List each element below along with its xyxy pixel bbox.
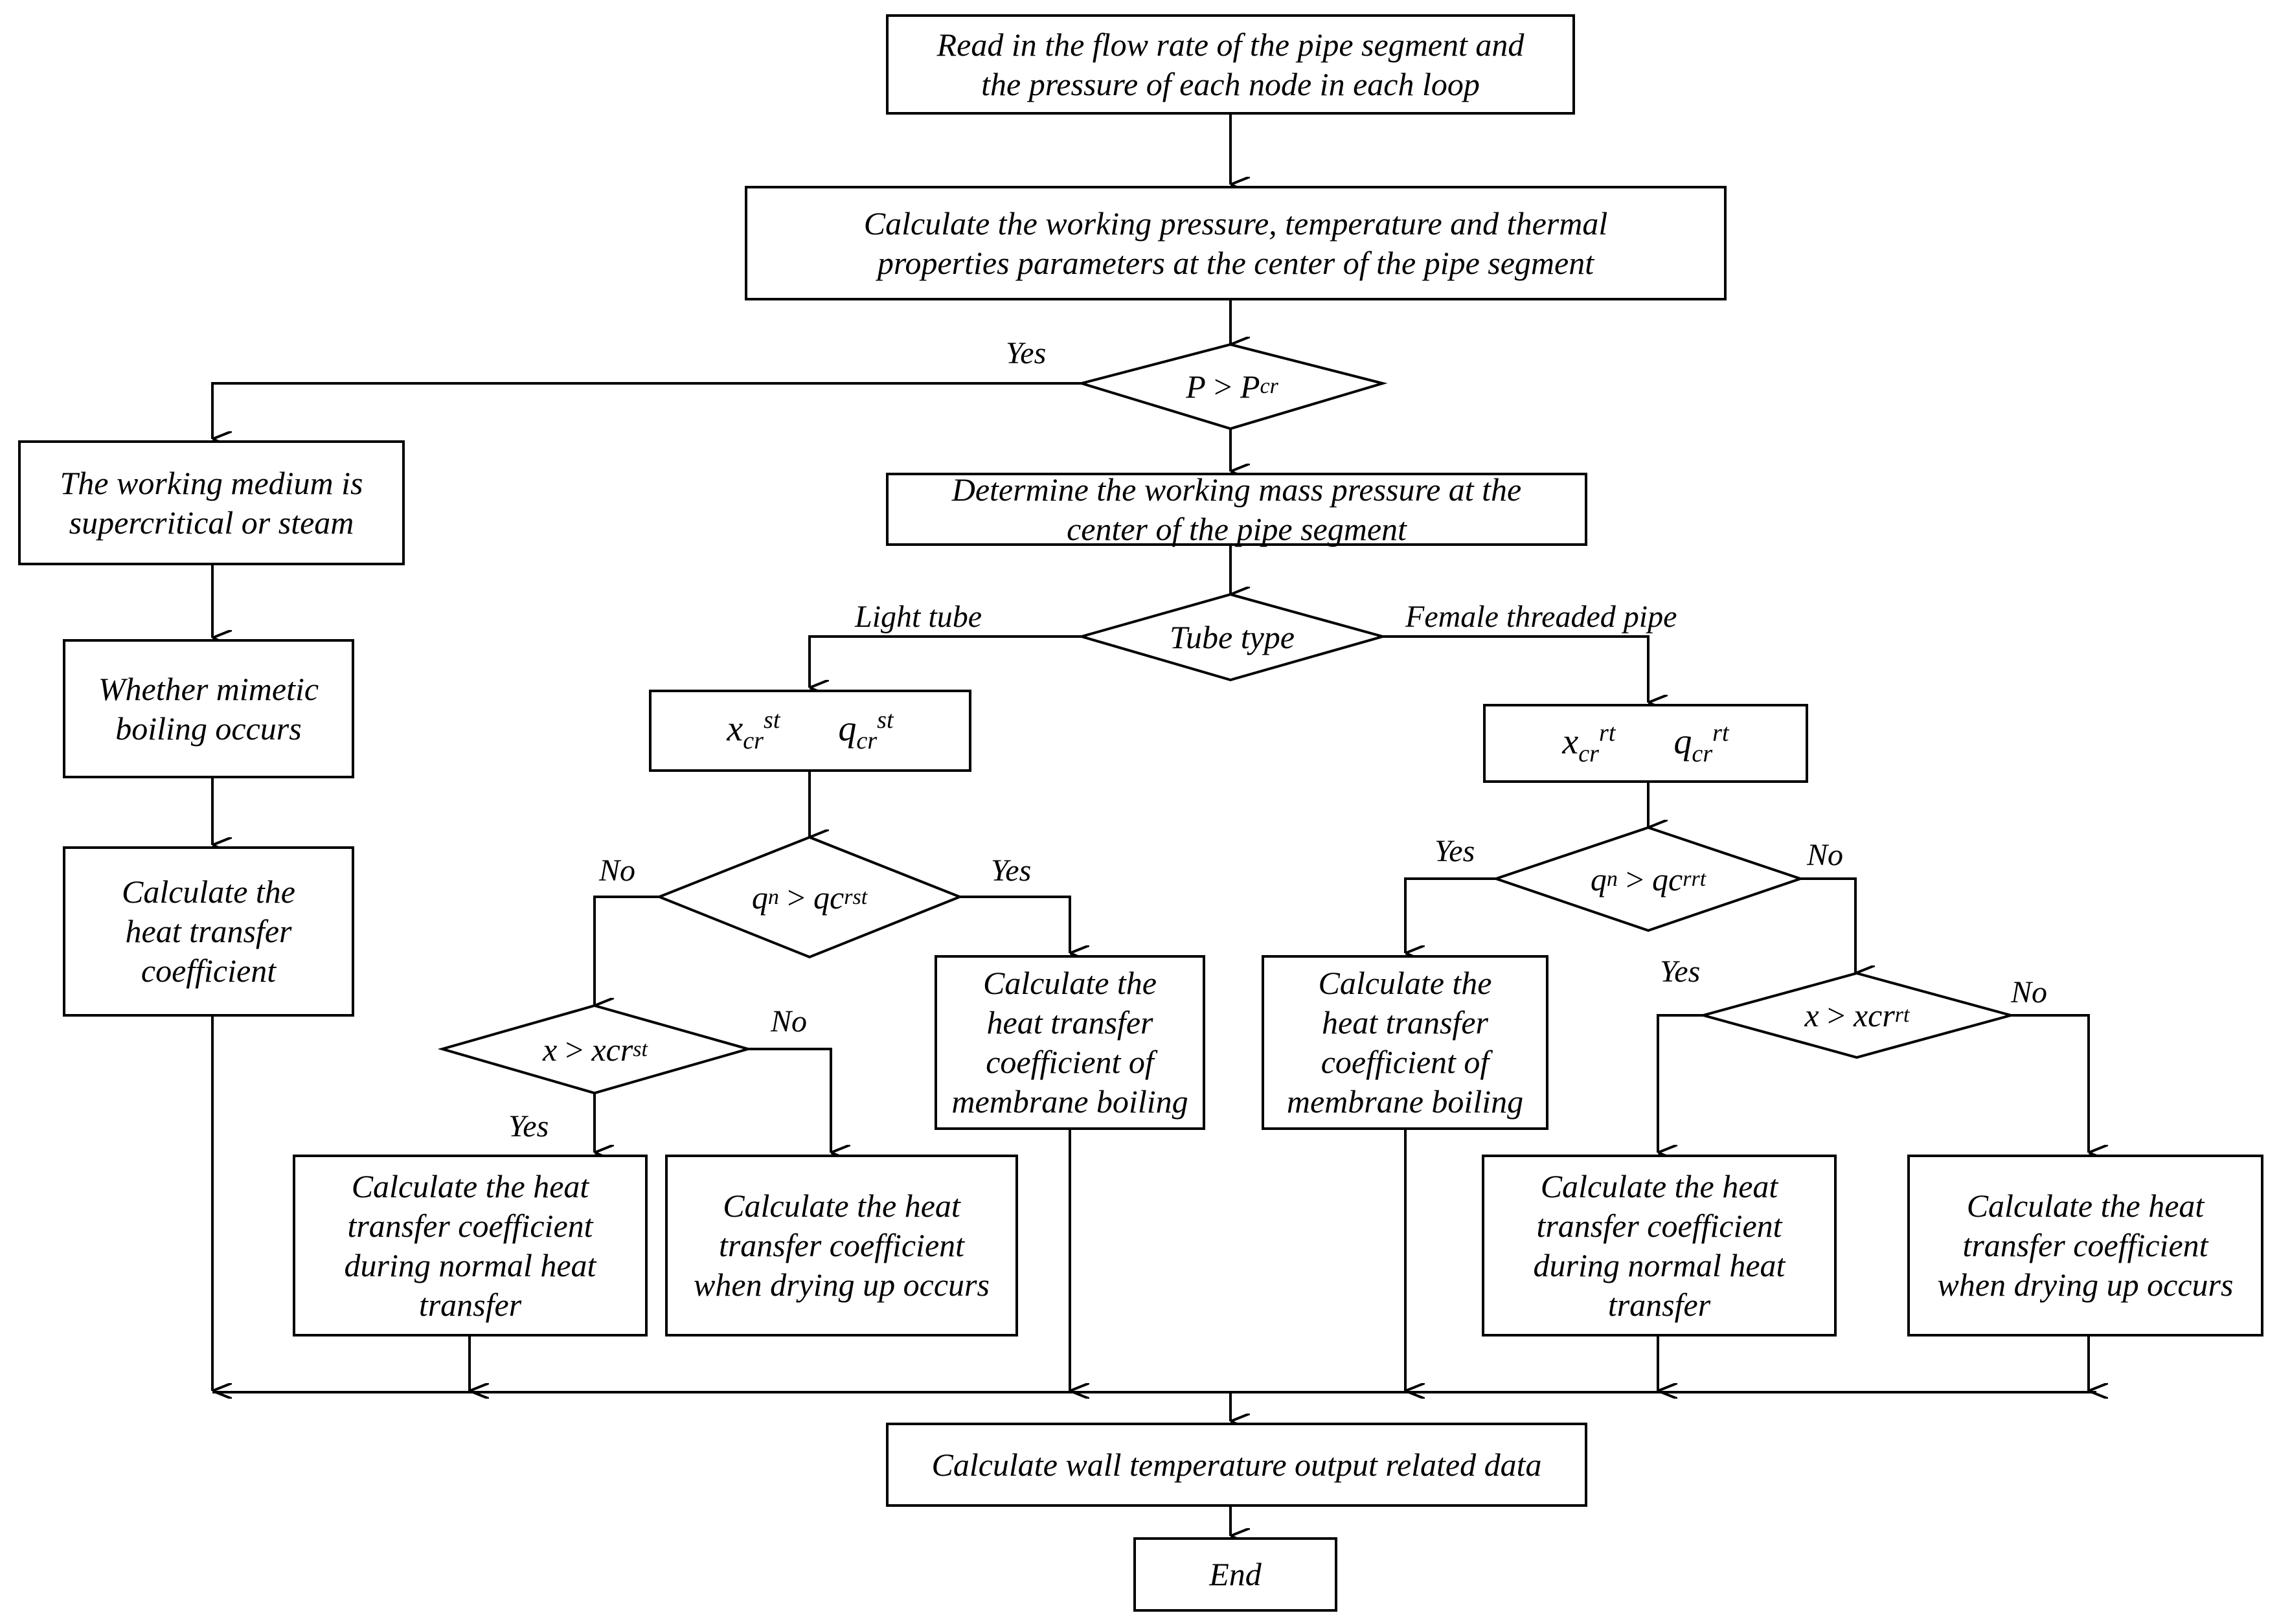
mass-pressure-line-2: center of the pipe segment [1067,510,1407,547]
wall-temp-box: Calculate wall temperature output relate… [886,1423,1587,1507]
htc-left-box: Calculate the heat transfer coefficient [63,846,354,1017]
read-input-box: Read in the flow rate of the pipe segmen… [886,14,1575,115]
normal-rt-line-4: transfer [1607,1286,1711,1323]
normal-st-line-2: transfer coefficient [347,1207,593,1244]
decision-tube-type-diamond [1076,592,1388,682]
label-yes-x-rt: Yes [1660,954,1701,989]
label-yes-x-st: Yes [508,1109,549,1144]
normal-st-line-4: transfer [418,1286,522,1323]
calc-center-params-box: Calculate the working pressure, temperat… [745,186,1727,300]
arrow-x-rt-yes [1657,1014,1703,1153]
normal-st-box: Calculate the heat transfer coefficient … [293,1155,648,1336]
membrane-rt-line-3: coefficient of [1321,1044,1490,1080]
read-input-line-2: the pressure of each node in each loop [981,65,1480,102]
dry-rt-line-3: when drying up occurs [1937,1267,2234,1303]
membrane-st-line-2: heat transfer [986,1004,1153,1041]
supercritical-box: The working medium is supercritical or s… [18,440,405,565]
arrow-qn-st-yes [960,896,1070,953]
supercritical-line-1: The working medium is [60,464,363,501]
normal-rt-box: Calculate the heat transfer coefficient … [1482,1155,1837,1336]
read-input-line-1: Read in the flow rate of the pipe segmen… [936,26,1525,63]
decision-x-rt-diamond [1698,971,2016,1059]
membrane-st-line-3: coefficient of [986,1044,1154,1080]
end-label: End [1209,1556,1262,1592]
arrow-x-rt-no [2011,1014,2089,1153]
dry-st-line-1: Calculate the heat [723,1188,960,1224]
normal-st-line-3: during normal heat [344,1246,596,1283]
normal-st-line-1: Calculate the heat [351,1167,589,1204]
arrow-qn-rt-yes [1404,877,1496,953]
label-no-x-rt: No [2011,975,2048,1009]
arrow-pressure-yes [211,382,1082,439]
label-light-tube: Light tube [855,600,982,634]
end-box: End [1133,1537,1337,1612]
decision-qn-st-diamond [655,835,964,959]
htc-left-line-1: Calculate the [122,874,295,910]
label-yes-qn-rt: Yes [1434,834,1475,868]
membrane-st-line-4: membrane boiling [951,1083,1188,1120]
label-no-x-st: No [771,1004,808,1039]
htc-left-line-3: coefficient [141,953,277,989]
label-no-qn-st: No [599,853,636,888]
mass-pressure-box: Determine the working mass pressure at t… [886,471,1587,547]
normal-rt-line-3: during normal heat [1533,1246,1786,1283]
membrane-rt-line-4: membrane boiling [1286,1083,1524,1120]
decision-qn-rt-diamond [1491,826,1805,932]
label-no-qn-rt: No [1807,838,1844,872]
mimetic-line-1: Whether mimetic [98,670,319,707]
mimetic-boiling-box: Whether mimetic boiling occurs [63,639,354,778]
label-yes-qn-st: Yes [991,853,1032,888]
membrane-rt-line-2: heat transfer [1322,1004,1488,1041]
arrow-qn-rt-no [1800,877,1855,973]
label-female-threaded: Female threaded pipe [1405,600,1677,634]
arrow-tube-light [808,635,1082,688]
dry-st-line-3: when drying up occurs [694,1267,990,1303]
supercritical-line-2: supercritical or steam [69,504,354,541]
dry-rt-line-1: Calculate the heat [1966,1188,2205,1224]
membrane-rt-line-1: Calculate the [1318,965,1492,1001]
arrow-tube-female [1383,635,1648,703]
calc-center-line-1: Calculate the working pressure, temperat… [863,205,1608,242]
dry-rt-line-2: transfer coefficient [1962,1227,2208,1263]
membrane-st-line-1: Calculate the [983,965,1157,1001]
membrane-st-box: Calculate the heat transfer coefficient … [935,955,1205,1130]
decision-pressure-diamond [1076,343,1388,431]
mass-pressure-line-1: Determine the working mass pressure at t… [951,471,1522,508]
dry-st-box: Calculate the heat transfer coefficient … [665,1155,1018,1336]
dry-st-line-2: transfer coefficient [718,1227,965,1263]
normal-rt-line-2: transfer coefficient [1536,1207,1782,1244]
dry-rt-box: Calculate the heat transfer coefficient … [1907,1155,2263,1336]
decision-x-st-diamond [437,1004,753,1095]
arrow-qn-st-no [593,896,659,1006]
arrow-x-st-no [748,1048,831,1153]
decision-tube-type-text: Tube type [1169,619,1295,655]
normal-rt-line-1: Calculate the heat [1540,1167,1778,1204]
membrane-rt-box: Calculate the heat transfer coefficient … [1262,955,1548,1130]
calc-center-line-2: properties parameters at the center of t… [877,244,1594,281]
label-yes-pressure: Yes [1006,336,1047,370]
mimetic-line-2: boiling occurs [115,710,302,747]
htc-left-line-2: heat transfer [125,913,292,949]
wall-temp-line-1: Calculate wall temperature output relate… [931,1446,1542,1483]
